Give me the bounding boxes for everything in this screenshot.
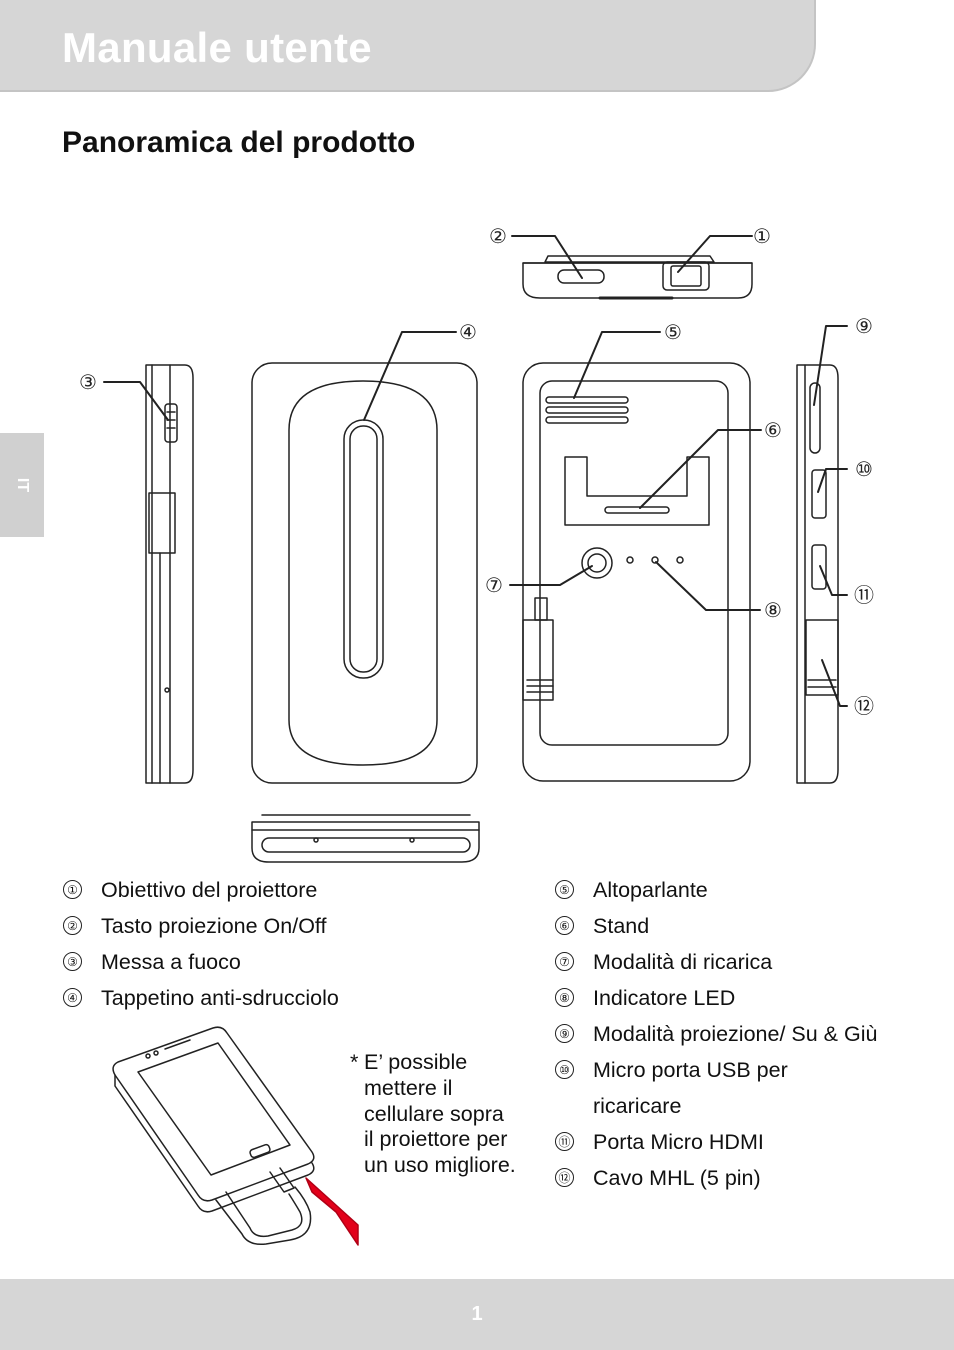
callout-10: ⑩ bbox=[855, 459, 873, 481]
section-title: Panoramica del prodotto bbox=[62, 126, 416, 159]
callout-11: ⑪ bbox=[854, 584, 874, 607]
note-asterisk: * bbox=[350, 1050, 359, 1074]
note-line: cellulare sopra bbox=[364, 1102, 504, 1126]
legend-number: ① bbox=[63, 880, 82, 899]
legend-number: ③ bbox=[63, 952, 82, 971]
callout-1: ① bbox=[753, 226, 771, 248]
callout-7: ⑦ bbox=[485, 575, 503, 597]
legend-number: ② bbox=[63, 916, 82, 935]
legend-number: ⑪ bbox=[555, 1132, 574, 1151]
note-line: un uso migliore. bbox=[364, 1153, 516, 1177]
callout-6: ⑥ bbox=[764, 420, 782, 442]
legend-label: Micro porta USB per bbox=[593, 1058, 788, 1082]
footer-band bbox=[0, 1279, 954, 1350]
legend-label: Tasto proiezione On/Off bbox=[101, 914, 327, 938]
legend-label: Stand bbox=[593, 914, 650, 938]
legend-label: Porta Micro HDMI bbox=[593, 1130, 764, 1154]
legend-label: ricaricare bbox=[593, 1094, 682, 1118]
legend-label: Indicatore LED bbox=[593, 986, 736, 1010]
left-side-view bbox=[145, 364, 194, 784]
legend-label: Cavo MHL (5 pin) bbox=[593, 1166, 761, 1190]
callout-8: ⑧ bbox=[764, 600, 782, 622]
legend-label: Modalità di ricarica bbox=[593, 950, 773, 974]
legend-number: ⑧ bbox=[555, 988, 574, 1007]
bottom-view bbox=[251, 814, 480, 863]
callout-5: ⑤ bbox=[664, 322, 682, 344]
legend-left: ① Obiettivo del proiettore ② Tasto proiezi… bbox=[63, 875, 463, 1025]
legend-label: Messa a fuoco bbox=[101, 950, 241, 974]
legend-label: Altoparlante bbox=[593, 878, 708, 902]
note-line: il proiettore per bbox=[364, 1127, 508, 1151]
legend-number: ⑥ bbox=[555, 916, 574, 935]
top-view bbox=[522, 255, 753, 300]
note-line: E’ possible bbox=[364, 1050, 468, 1074]
legend-number: ⑫ bbox=[555, 1168, 574, 1187]
language-tab: IT bbox=[0, 433, 44, 537]
legend-number: ④ bbox=[63, 988, 82, 1007]
legend-label: Tappetino anti-sdrucciolo bbox=[101, 986, 339, 1010]
callout-4: ④ bbox=[459, 322, 477, 344]
legend-number: ⑤ bbox=[555, 880, 574, 899]
callout-3: ③ bbox=[79, 372, 97, 394]
legend-number: ⑦ bbox=[555, 952, 574, 971]
back-view bbox=[522, 362, 751, 782]
legend-number: ⑨ bbox=[555, 1024, 574, 1043]
phone-illustration bbox=[112, 1026, 359, 1246]
callout-2: ② bbox=[489, 226, 507, 248]
page-number: 1 bbox=[471, 1303, 483, 1325]
page-title: Manuale utente bbox=[62, 24, 372, 71]
right-side-view bbox=[796, 364, 839, 784]
leader-lines bbox=[103, 235, 848, 707]
front-view bbox=[251, 362, 478, 784]
callout-12: ⑫ bbox=[854, 695, 874, 718]
legend-right: ⑤ Altoparlante ⑥ Stand ⑦ Modalità di ricari… bbox=[555, 875, 945, 1205]
legend-number: ⑩ bbox=[555, 1060, 574, 1079]
note-line: mettere il bbox=[364, 1076, 453, 1100]
legend-label: Obiettivo del proiettore bbox=[101, 878, 318, 902]
legend-label: Modalità proiezione/ Su & Giù bbox=[593, 1022, 878, 1046]
header-band bbox=[0, 0, 816, 92]
callout-9: ⑨ bbox=[855, 316, 873, 338]
